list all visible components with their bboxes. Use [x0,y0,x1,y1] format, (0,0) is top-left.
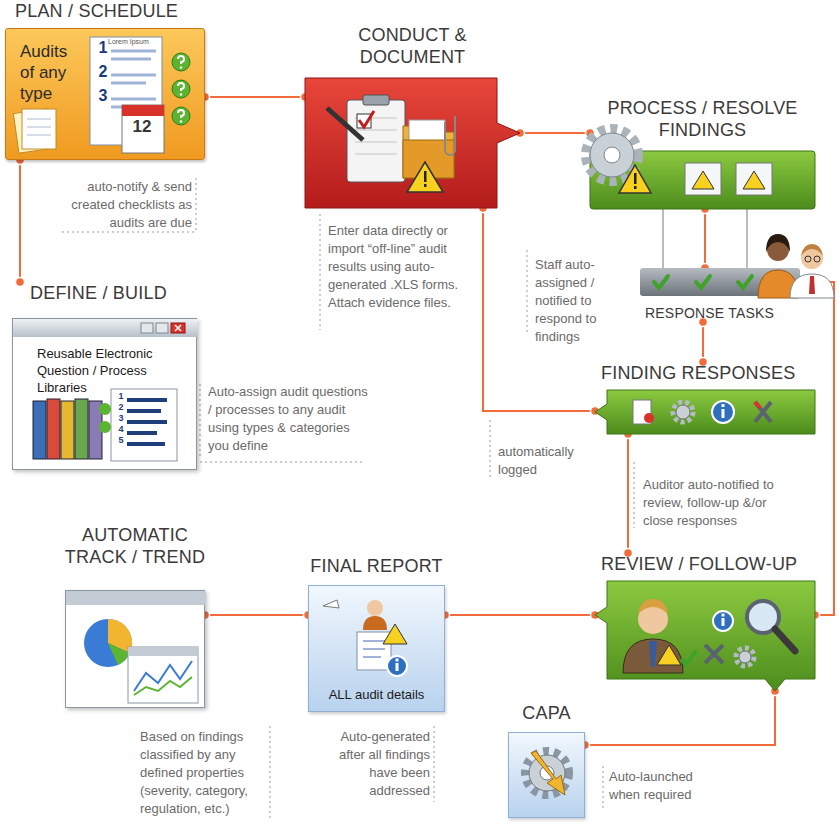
connector-line [702,322,704,362]
note-text: Staff auto-assigned / notified to respon… [535,256,617,346]
note-text: Auto-assign audit questions / processes … [208,383,373,455]
connector [201,93,310,102]
finding-illustration [595,390,815,434]
node-heading: CAPA [497,702,597,724]
node-box [595,390,815,434]
connector-line [205,614,308,616]
illustration-number: 2 [116,402,126,413]
illustration-number: 2 [96,63,110,81]
node-heading: CONDUCT & DOCUMENT [317,24,509,68]
diagram-node: FINDING RESPONSES [595,362,815,434]
node-heading: PLAN / SCHEDULE [5,0,205,22]
node-text: Audits of any type [6,29,82,104]
connector-dot [16,278,25,287]
connector [201,611,313,620]
node-box [65,590,205,708]
note-text: Auto-launched when required [609,768,719,804]
diagram-node: FINAL REPORT ALL audit details [308,555,445,712]
connector-line [627,434,629,553]
diagram-node: REVIEW / FOLLOW-UP [595,553,815,691]
note-text: Enter data directly or import “off-line”… [328,222,462,312]
connector [624,430,633,558]
diagram-node: PROCESS / RESOLVE FINDINGS [590,97,815,209]
review-illustration [595,581,815,691]
diagram-node: CAPA [508,702,585,818]
node-heading: AUTOMATIC TRACK / TREND [50,524,220,568]
node-box [508,732,585,818]
node-heading: FINAL REPORT [297,555,457,577]
node-text: ALL audit details [309,687,444,711]
node-heading: FINDING RESPONSES [595,362,815,384]
connector [441,611,600,620]
illustration-number: 3 [96,87,110,105]
connector-line [585,691,775,745]
connector [581,687,780,750]
node-text: Reusable Electronic Question / Process L… [13,319,175,396]
node-box: Reusable Electronic Question / Process L… [12,318,197,470]
illustration-number: 1 [116,391,126,402]
connector-line [704,209,706,268]
diagram-node: DEFINE / BUILD Reusable Electronic Quest… [12,282,197,470]
illustration-number: 3 [116,413,126,424]
illustration-number: 5 [116,435,126,446]
connector-line [800,282,834,615]
connector-line [520,132,590,134]
connector [479,204,600,416]
node-box [590,151,815,209]
note-text: Based on findings classified by any defi… [140,728,268,818]
note-text: Auto-generated after all findings have b… [316,728,430,800]
connector [701,205,710,273]
connector [16,156,25,287]
illustration-number: Lorem Ipsum [108,37,158,46]
node-box: ALL audit details [308,585,445,712]
diagram-node: RESPONSE TASKS [640,268,800,322]
note-text: auto-notify & send created checklists as… [58,178,192,232]
capa-illustration [509,733,586,819]
trend-window [66,591,206,709]
node-box [595,581,815,691]
connector-line [445,614,595,616]
node-heading: RESPONSE TASKS [640,304,800,322]
illustration-number: 12 [121,117,163,136]
diagram-node: AUTOMATIC TRACK / TREND [65,524,205,708]
connector-line [205,96,305,98]
node-box [640,268,800,296]
connector-line [19,160,21,282]
diagram-node: CONDUCT & DOCUMENT [305,24,520,208]
note-text: automatically logged [498,443,598,479]
process-illustration [590,151,815,209]
connector [516,129,595,138]
node-heading: REVIEW / FOLLOW-UP [595,553,815,575]
connector-line [483,208,595,411]
note-text: Auditor auto-notified to review, follow-… [643,476,795,530]
illustration-number: 4 [116,424,126,435]
connector [699,318,708,367]
illustration-number: 1 [96,39,110,57]
conduct-illustration [305,78,520,208]
node-heading: DEFINE / BUILD [12,282,197,304]
response-illustration [640,268,800,296]
connector [796,278,835,620]
node-box [305,78,520,208]
